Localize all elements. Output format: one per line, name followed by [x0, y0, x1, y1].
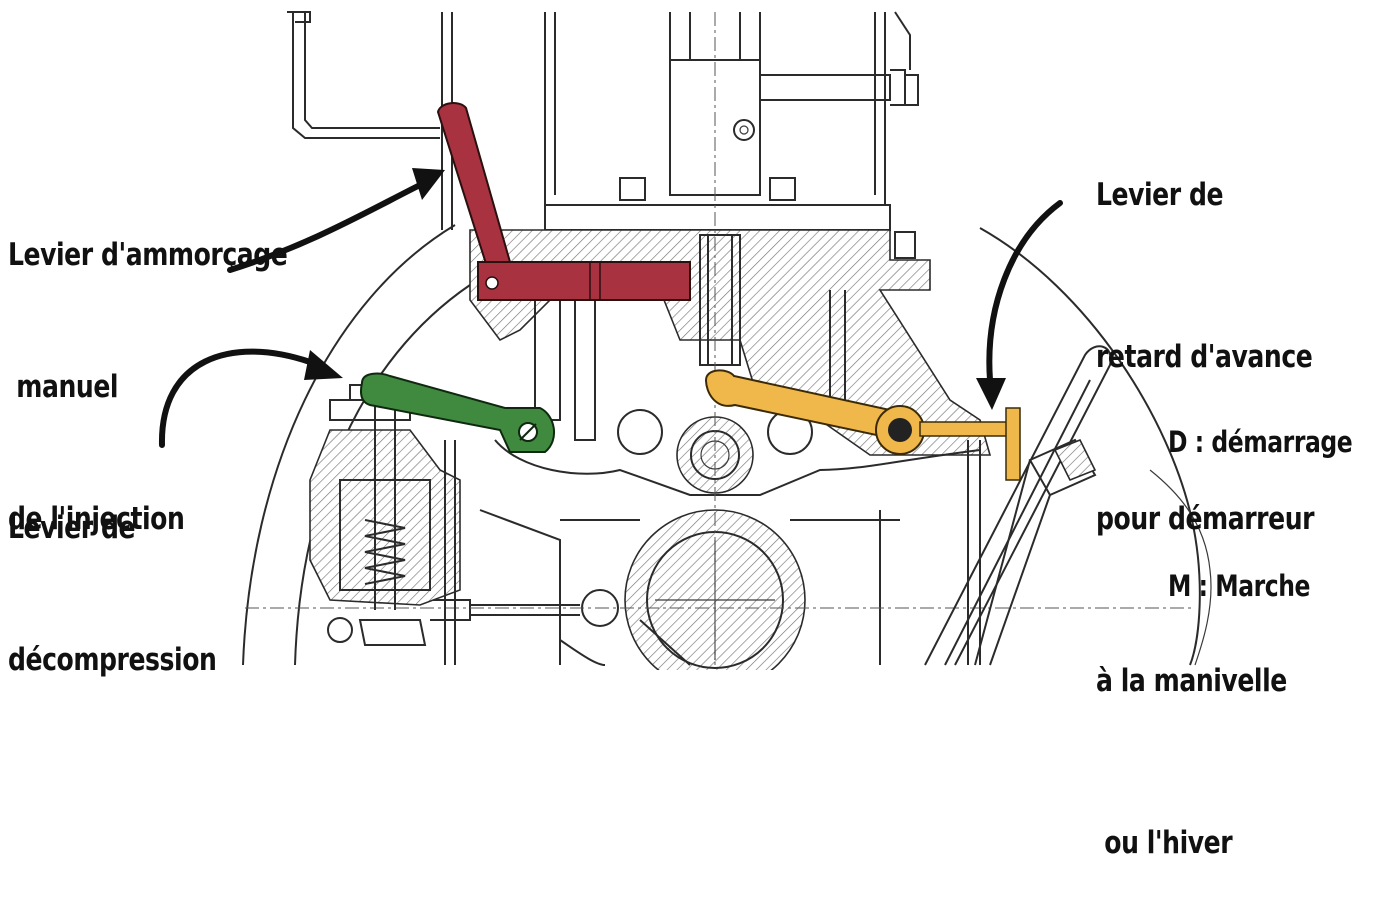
valve-base-plug [358, 619, 427, 646]
advance-lever [704, 369, 1021, 481]
priming-lever-handle [436, 102, 512, 272]
priming-lever-bar [477, 261, 691, 301]
label-position-m: M : Marche [1168, 569, 1310, 603]
bore-left [617, 409, 663, 455]
pump-arm [760, 69, 906, 106]
lower-left-bolt [327, 617, 353, 643]
label-decompression-line-1: Levier de [8, 510, 136, 546]
label-advance-line-1: Levier de [1096, 177, 1224, 213]
pump-screw [733, 119, 755, 141]
left-column-lines [444, 440, 456, 665]
valve-spring [364, 519, 406, 585]
label-priming-lever: Levier d'ammorçage manuel de l'injection [8, 145, 288, 585]
lower-link [559, 619, 691, 666]
tank-top [287, 11, 311, 23]
support-post [967, 440, 981, 665]
lower-housing-lines [479, 509, 900, 665]
decompression-valve-body [309, 429, 461, 606]
central-shaft [699, 234, 741, 366]
advance-lever-knob [1005, 407, 1021, 481]
label-priming-line-3: de l'injection [8, 501, 185, 537]
lower-tie-rod [430, 599, 580, 621]
label-advance-line-2: retard d'avance [1096, 339, 1313, 375]
base-nuts [619, 177, 916, 259]
priming-lever [436, 102, 691, 301]
starter-tube-inner [944, 379, 1091, 666]
label-position-d: D : démarrage [1168, 425, 1353, 459]
arrow-priming [227, 168, 445, 273]
pump-nozzle [894, 11, 919, 106]
label-decompression-line-2: décompression [8, 642, 217, 678]
starter-handle-grip [1053, 438, 1097, 482]
pump-base-plate [544, 204, 891, 231]
advance-lever-rod [919, 421, 1011, 437]
label-decompression-lever: Levier de décompression [8, 418, 217, 726]
engine-section-drawing [158, 11, 1212, 670]
decompression-lever-arm [360, 372, 555, 453]
arrow-decompression [158, 348, 343, 448]
label-priming-line-1: Levier d'ammorçage [8, 237, 288, 273]
valve-stem [374, 380, 396, 610]
label-positions: D : démarrage M : Marche [1168, 322, 1353, 658]
label-advance-line-5: ou l'hiver [1096, 825, 1233, 861]
decompression-lever [360, 372, 555, 453]
starter-tube [924, 345, 1112, 666]
label-priming-line-2: manuel [8, 369, 119, 405]
arrow-advance [976, 200, 1063, 410]
housing-outline [242, 224, 1201, 666]
right-flange [1149, 469, 1212, 666]
starter-handle [974, 438, 1097, 666]
label-advance-line-4: à la manivelle [1096, 663, 1287, 699]
fuel-tank-outline [292, 12, 440, 139]
lower-casting [494, 439, 981, 496]
valve-spring-housing [339, 479, 431, 591]
label-advance-line-3: pour démarreur [1096, 501, 1315, 537]
